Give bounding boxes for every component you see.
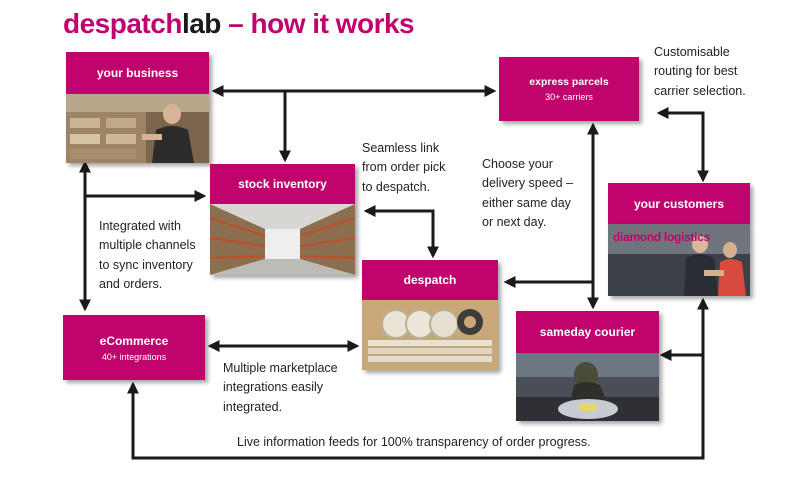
note-delivery-speed-line: or next day.	[482, 215, 547, 230]
node-ecommerce-sub: 40+ integrations	[101, 351, 167, 362]
photo-packing-tape	[362, 300, 498, 370]
node-stock-inventory-label: stock inventory	[238, 177, 327, 191]
node-your-customers-label: your customers	[633, 196, 725, 211]
note-delivery-speed-line: either same day	[482, 195, 571, 210]
node-your-customers: your customers	[608, 183, 750, 224]
photo-customers-handshake: diamond logistics	[608, 224, 750, 296]
photo-customers-sign: diamond logistics	[613, 230, 710, 244]
note-customisable: Customisable routing for best carrier se…	[654, 43, 746, 101]
title-rest: – how it works	[220, 8, 415, 39]
note-customisable-line: Customisable	[654, 45, 730, 59]
note-marketplace-line: Multiple marketplace	[223, 361, 338, 375]
node-your-business: your business	[66, 52, 209, 94]
note-marketplace-line: integrations easily	[223, 380, 324, 395]
note-delivery-speed-line: Choose your	[482, 157, 553, 171]
node-ecommerce-label: eCommerce	[99, 333, 169, 348]
note-seamless: Seamless link from order pick to despatc…	[362, 139, 445, 197]
title-brand: despatch	[63, 8, 182, 39]
note-seamless-line: from order pick	[362, 160, 446, 175]
photo-warehouse-shelves	[210, 204, 355, 275]
note-marketplace-line: integrated.	[223, 399, 283, 414]
node-your-business-label: your business	[96, 66, 179, 80]
node-express-parcels-sub: 30+ carriers	[545, 92, 593, 102]
page-title: despatchlab – how it works	[63, 8, 415, 40]
node-sameday-courier: sameday courier	[516, 311, 659, 353]
note-marketplace: Multiple marketplace integrations easily…	[223, 359, 338, 417]
note-customisable-line: routing for best	[654, 64, 738, 79]
note-live-feeds: Live information feeds for 100% transpar…	[237, 435, 591, 449]
node-express-parcels: express parcels 30+ carriers	[499, 57, 639, 121]
note-integrated-line: Integrated with	[99, 219, 181, 233]
node-despatch: despatch	[362, 260, 498, 300]
note-seamless-line: Seamless link	[362, 141, 440, 155]
node-sameday-courier-label: sameday courier	[539, 325, 636, 339]
note-delivery-speed: Choose your delivery speed – either same…	[482, 155, 573, 233]
photo-motorcycle-courier	[516, 353, 659, 421]
note-integrated-line: multiple channels	[99, 238, 196, 253]
node-ecommerce: eCommerce 40+ integrations	[63, 315, 205, 380]
title-brand-suffix: lab	[181, 8, 221, 39]
note-delivery-speed-line: delivery speed –	[482, 176, 574, 191]
note-customisable-line: carrier selection.	[654, 83, 746, 98]
note-integrated: Integrated with multiple channels to syn…	[99, 217, 196, 295]
arrow-stock-despatch	[363, 205, 439, 259]
note-seamless-line: to despatch.	[362, 179, 431, 194]
node-express-parcels-label: express parcels	[529, 76, 609, 88]
note-integrated-line: to sync inventory	[99, 257, 193, 272]
note-integrated-line: and orders.	[99, 277, 163, 292]
photo-warehouse-worker	[66, 94, 209, 163]
arrow-live-feeds	[127, 297, 709, 460]
node-stock-inventory: stock inventory	[210, 164, 355, 204]
arrow-express-customers	[656, 107, 709, 183]
node-despatch-label: despatch	[403, 273, 457, 287]
